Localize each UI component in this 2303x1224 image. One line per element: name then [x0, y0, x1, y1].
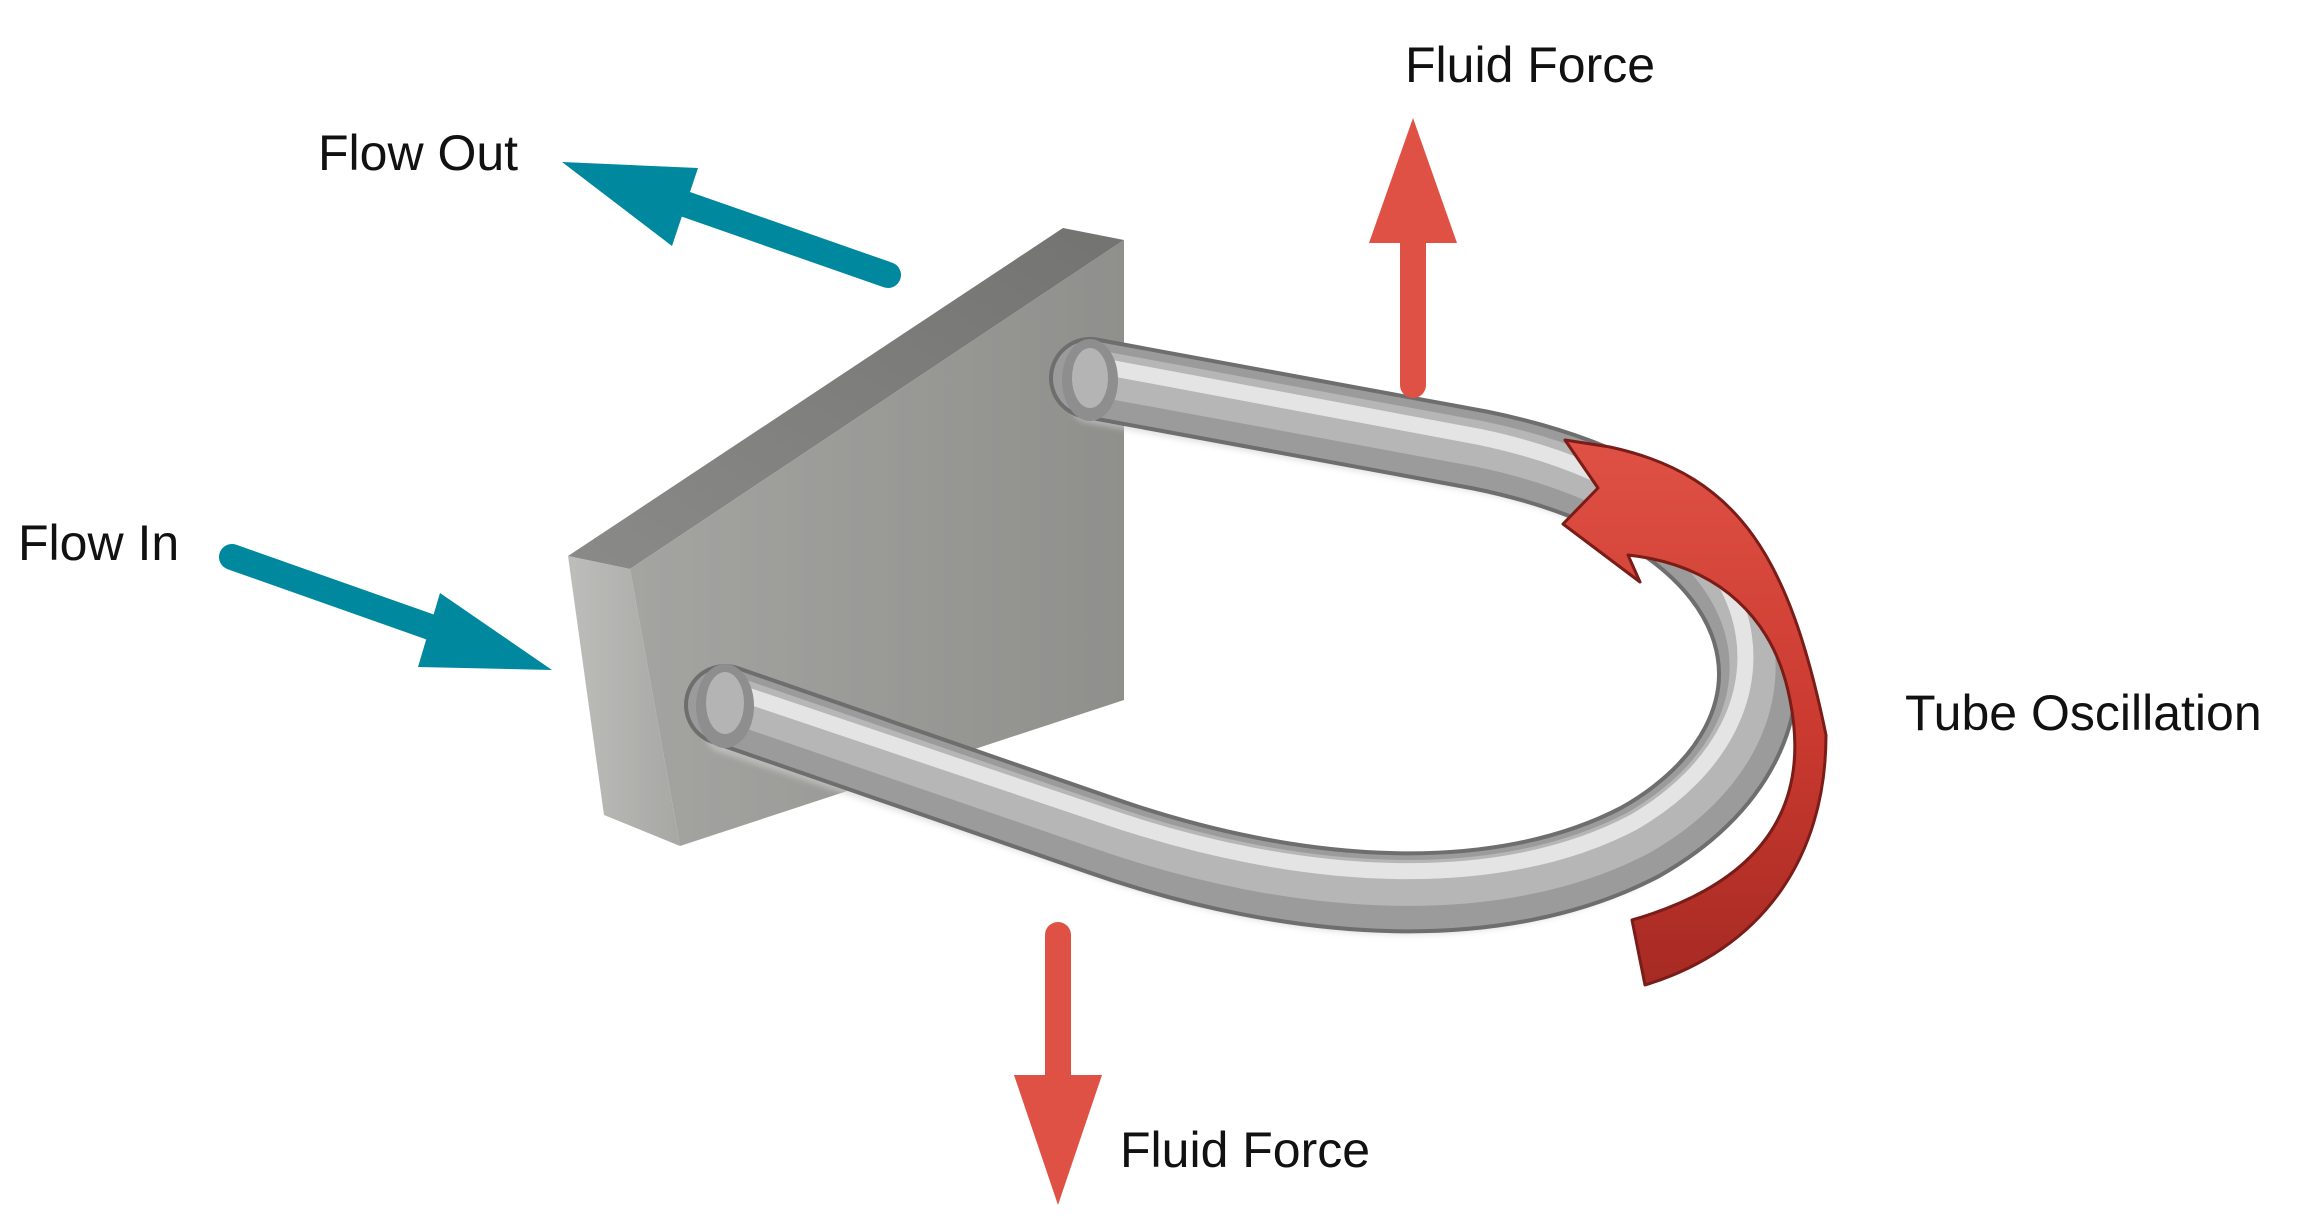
oscillation-arrow — [1561, 438, 1828, 987]
arrow-up-icon — [1369, 118, 1457, 398]
plate-side-face — [568, 556, 680, 846]
arrow-down-right-icon — [219, 544, 552, 670]
curved-arrow-icon — [1561, 438, 1828, 987]
label-fluid-force-top: Fluid Force — [1405, 37, 1655, 93]
label-flow-out: Flow Out — [318, 125, 518, 181]
label-tube-oscillation: Tube Oscillation — [1905, 685, 2262, 741]
label-fluid-force-bottom: Fluid Force — [1120, 1122, 1370, 1178]
label-flow-in: Flow In — [18, 515, 179, 571]
arrow-up-left-icon — [562, 162, 901, 288]
plate-top-face — [568, 228, 1124, 569]
arrow-down-icon — [1014, 922, 1102, 1205]
